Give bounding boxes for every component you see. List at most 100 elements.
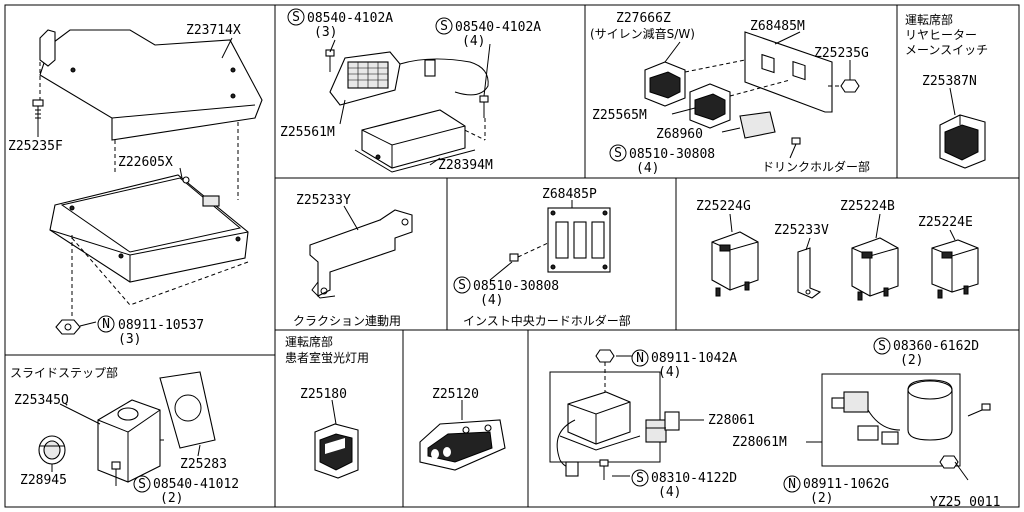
screw-icon bbox=[599, 459, 609, 480]
label-qty-4: (4) bbox=[658, 365, 681, 380]
symbol-n: N bbox=[97, 315, 115, 333]
symbol-s: S bbox=[287, 8, 305, 26]
label-z27666z: Z27666Z bbox=[616, 11, 671, 26]
relay-z25224g bbox=[711, 231, 759, 297]
switch-plate bbox=[744, 31, 833, 113]
label-z25233v: Z25233V bbox=[774, 223, 829, 238]
rocker-switch bbox=[644, 61, 686, 107]
symbol-s: S bbox=[609, 144, 627, 162]
panel-klaxon bbox=[309, 209, 413, 299]
bracket-tab bbox=[39, 29, 56, 67]
label-z25235f: Z25235F bbox=[8, 139, 63, 154]
label-z25235g: Z25235G bbox=[814, 46, 869, 61]
svg-text:S: S bbox=[440, 19, 448, 34]
relay-z25224e bbox=[931, 239, 979, 299]
label-patient-1: 運転席部 bbox=[285, 334, 333, 349]
panel-speaker bbox=[325, 49, 489, 173]
symbol-s: S bbox=[435, 17, 453, 35]
panel-relays bbox=[711, 231, 979, 301]
label-patient-2: 患者室蛍光灯用 bbox=[285, 350, 369, 365]
screw-icon bbox=[789, 137, 801, 159]
bolt-icon bbox=[32, 99, 44, 124]
label-drink-holder: ドリンクホルダー部 bbox=[762, 159, 870, 174]
label-rear-heater-2: リヤヒーター bbox=[905, 28, 977, 42]
label-qty-2: (2) bbox=[900, 353, 923, 368]
svg-text:S: S bbox=[292, 10, 300, 25]
nut-icon bbox=[55, 319, 81, 335]
nut-icon bbox=[939, 455, 959, 469]
svg-text:N: N bbox=[788, 477, 796, 492]
motor-icon bbox=[831, 391, 869, 413]
label-z25345q: Z25345Q bbox=[14, 393, 69, 408]
label-z28945: Z28945 bbox=[20, 473, 67, 488]
label-qty-4: (4) bbox=[658, 485, 681, 500]
label-qty-2: (2) bbox=[810, 491, 833, 506]
panel-buzzer bbox=[549, 349, 680, 480]
label-qty-2: (2) bbox=[160, 491, 183, 506]
label-siren-note: (サイレン減音S/W) bbox=[590, 26, 695, 41]
label-z25233y: Z25233Y bbox=[296, 193, 351, 208]
label-z28061: Z28061 bbox=[708, 413, 755, 428]
label-08911-1062g: 08911-1062G bbox=[803, 477, 889, 492]
label-qty-3: (3) bbox=[314, 25, 337, 40]
label-08911-1042a: 08911-1042A bbox=[651, 351, 737, 366]
label-08310-4122d: 08310-4122D bbox=[651, 471, 737, 486]
sensor-icon bbox=[645, 411, 680, 443]
label-z25224g: Z25224G bbox=[696, 199, 751, 214]
screw-icon bbox=[325, 49, 335, 72]
nut-icon bbox=[840, 79, 860, 93]
speaker-plug bbox=[424, 59, 436, 77]
label-rear-heater-3: メーンスイッチ bbox=[905, 43, 988, 57]
symbol-n: N bbox=[783, 475, 801, 493]
label-inst-center: インスト中央カードホルダー部 bbox=[463, 313, 631, 328]
svg-text:S: S bbox=[138, 477, 146, 492]
relay-bracket-z25233v bbox=[797, 247, 822, 299]
panel-fluorescent-switch bbox=[314, 423, 359, 479]
speaker-wire bbox=[399, 58, 489, 96]
relay-bracket bbox=[309, 219, 396, 297]
ecu-connector bbox=[202, 195, 220, 207]
screw-icon bbox=[111, 461, 121, 486]
relay-z25224b bbox=[851, 237, 899, 301]
symbol-s: S bbox=[631, 469, 649, 487]
panel-horn bbox=[821, 373, 991, 469]
rear-heater-switch bbox=[939, 114, 986, 169]
gasket-icon bbox=[159, 371, 216, 449]
symbol-n: N bbox=[631, 349, 649, 367]
nut-icon bbox=[595, 349, 615, 363]
buzzer-box bbox=[567, 391, 631, 445]
sheet-id: YZ25 0011 bbox=[930, 495, 1000, 510]
label-z25224b: Z25224B bbox=[840, 199, 895, 214]
screw-icon bbox=[967, 403, 991, 417]
label-08510-30808: 08510-30808 bbox=[473, 279, 559, 294]
label-08540-4102a: 08540-4102A bbox=[307, 11, 393, 26]
label-08360-6162d: 08360-6162D bbox=[893, 339, 979, 354]
label-z22605x: Z22605X bbox=[118, 155, 173, 170]
label-qty-4: (4) bbox=[636, 161, 659, 176]
label-z68485p: Z68485P bbox=[542, 187, 597, 202]
panel-ecu-mount bbox=[32, 29, 263, 335]
label-klaxon: クラクション連動用 bbox=[293, 314, 401, 328]
panel-outlet bbox=[419, 419, 506, 471]
blank-cover bbox=[739, 111, 776, 139]
rocker-switch bbox=[689, 83, 731, 129]
screw-icon bbox=[479, 95, 489, 118]
svg-text:S: S bbox=[614, 146, 622, 161]
label-08540-41012: 08540-41012 bbox=[153, 477, 239, 492]
symbol-s: S bbox=[453, 276, 471, 294]
label-rear-heater-1: 運転席部 bbox=[905, 12, 953, 27]
svg-text:S: S bbox=[878, 339, 886, 354]
label-z25224e: Z25224E bbox=[918, 215, 973, 230]
symbol-s: S bbox=[133, 475, 151, 493]
label-qty-4: (4) bbox=[480, 293, 503, 308]
label-z25283: Z25283 bbox=[180, 457, 227, 472]
label-qty-3: (3) bbox=[118, 332, 141, 347]
label-z25180: Z25180 bbox=[300, 387, 347, 402]
symbol-s: S bbox=[873, 337, 891, 355]
label-08510-30808: 08510-30808 bbox=[629, 147, 715, 162]
ecu-unit bbox=[49, 174, 249, 283]
label-08540-4102a: 08540-4102A bbox=[455, 20, 541, 35]
panel-card-holder bbox=[509, 207, 611, 273]
svg-text:S: S bbox=[636, 471, 644, 486]
